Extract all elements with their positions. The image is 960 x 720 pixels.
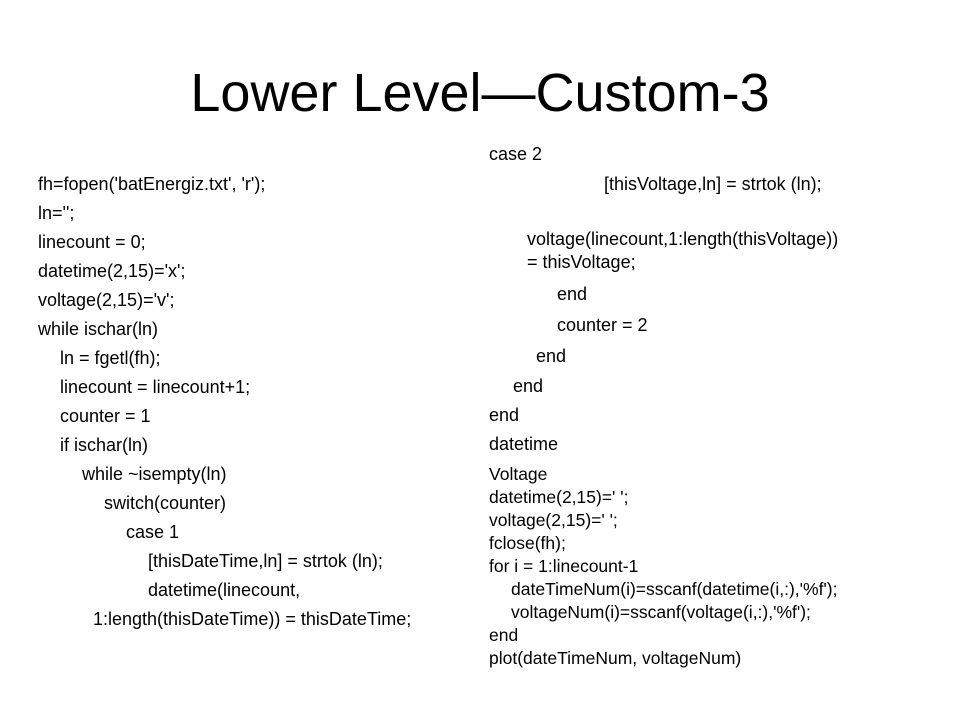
code-line: case 1 (126, 522, 180, 542)
code-line: end (489, 405, 520, 425)
code-line: voltage(linecount,1:length(thisVoltage)) (527, 229, 839, 249)
slide-title: Lower Level—Custom-3 (190, 63, 770, 123)
code-line: dateTimeNum(i)=sscanf(datetime(i,:),'%f'… (511, 579, 838, 599)
code-line: datetime (489, 434, 559, 454)
code-line: voltage(2,15)=' '; (489, 510, 618, 530)
code-line: voltageNum(i)=sscanf(voltage(i,:),'%f'); (511, 602, 811, 622)
code-line: plot(dateTimeNum, voltageNum) (489, 648, 742, 668)
code-line: end (536, 346, 567, 366)
code-line: ln=''; (38, 203, 75, 223)
code-line: end (513, 376, 544, 396)
code-line: linecount = linecount+1; (60, 377, 251, 397)
code-line: counter = 1 (60, 406, 151, 426)
code-line: while ischar(ln) (38, 319, 159, 339)
code-line: voltage(2,15)='v'; (38, 290, 175, 310)
code-line: for i = 1:linecount-1 (489, 556, 639, 576)
code-line: Voltage (489, 464, 548, 484)
code-line: 1:length(thisDateTime)) = thisDateTime; (93, 609, 412, 629)
code-line: datetime(2,15)='x'; (38, 261, 186, 281)
code-line: linecount = 0; (38, 232, 146, 252)
code-line: [thisVoltage,ln] = strtok (ln); (604, 174, 822, 194)
code-line: if ischar(ln) (60, 435, 149, 455)
code-line: end (489, 625, 519, 645)
code-line: = thisVoltage; (527, 252, 636, 272)
code-line: fh=fopen('batEnergiz.txt', 'r'); (38, 174, 266, 194)
code-line: switch(counter) (104, 493, 227, 513)
code-line: case 2 (489, 144, 543, 164)
code-line: counter = 2 (557, 315, 648, 335)
code-line: datetime(2,15)=' '; (489, 487, 629, 507)
code-line: ln = fgetl(fh); (60, 348, 161, 368)
code-line: datetime(linecount, (148, 580, 301, 600)
code-line: while ~isempty(ln) (82, 464, 227, 484)
code-line: [thisDateTime,ln] = strtok (ln); (148, 551, 383, 571)
code-line: fclose(fh); (489, 533, 566, 553)
code-line: end (557, 284, 588, 304)
